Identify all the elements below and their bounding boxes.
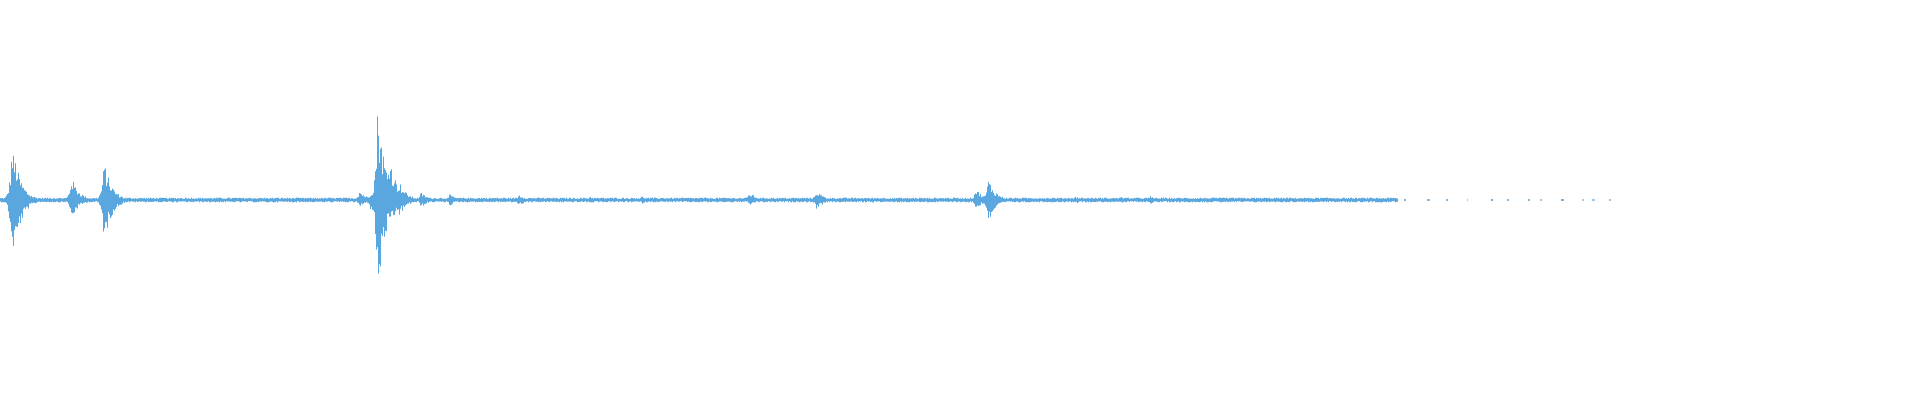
waveform-tail-tick <box>1427 199 1430 201</box>
waveform-envelope <box>0 116 1398 274</box>
waveform-tail-tick <box>1528 199 1530 201</box>
waveform-tail-tick <box>1561 199 1564 201</box>
waveform-tail-tick <box>1467 199 1468 201</box>
waveform-tail-tick <box>1582 199 1584 201</box>
waveform-sparse-tail <box>1404 199 1611 201</box>
waveform-tail-tick <box>1540 199 1542 201</box>
waveform-tail-tick <box>1592 199 1595 201</box>
waveform-tail-tick <box>1491 199 1493 201</box>
waveform-tail-tick <box>1609 199 1611 201</box>
waveform-tail-tick <box>1507 199 1509 201</box>
waveform-tail-tick <box>1446 199 1448 201</box>
waveform-tail-tick <box>1404 199 1406 201</box>
